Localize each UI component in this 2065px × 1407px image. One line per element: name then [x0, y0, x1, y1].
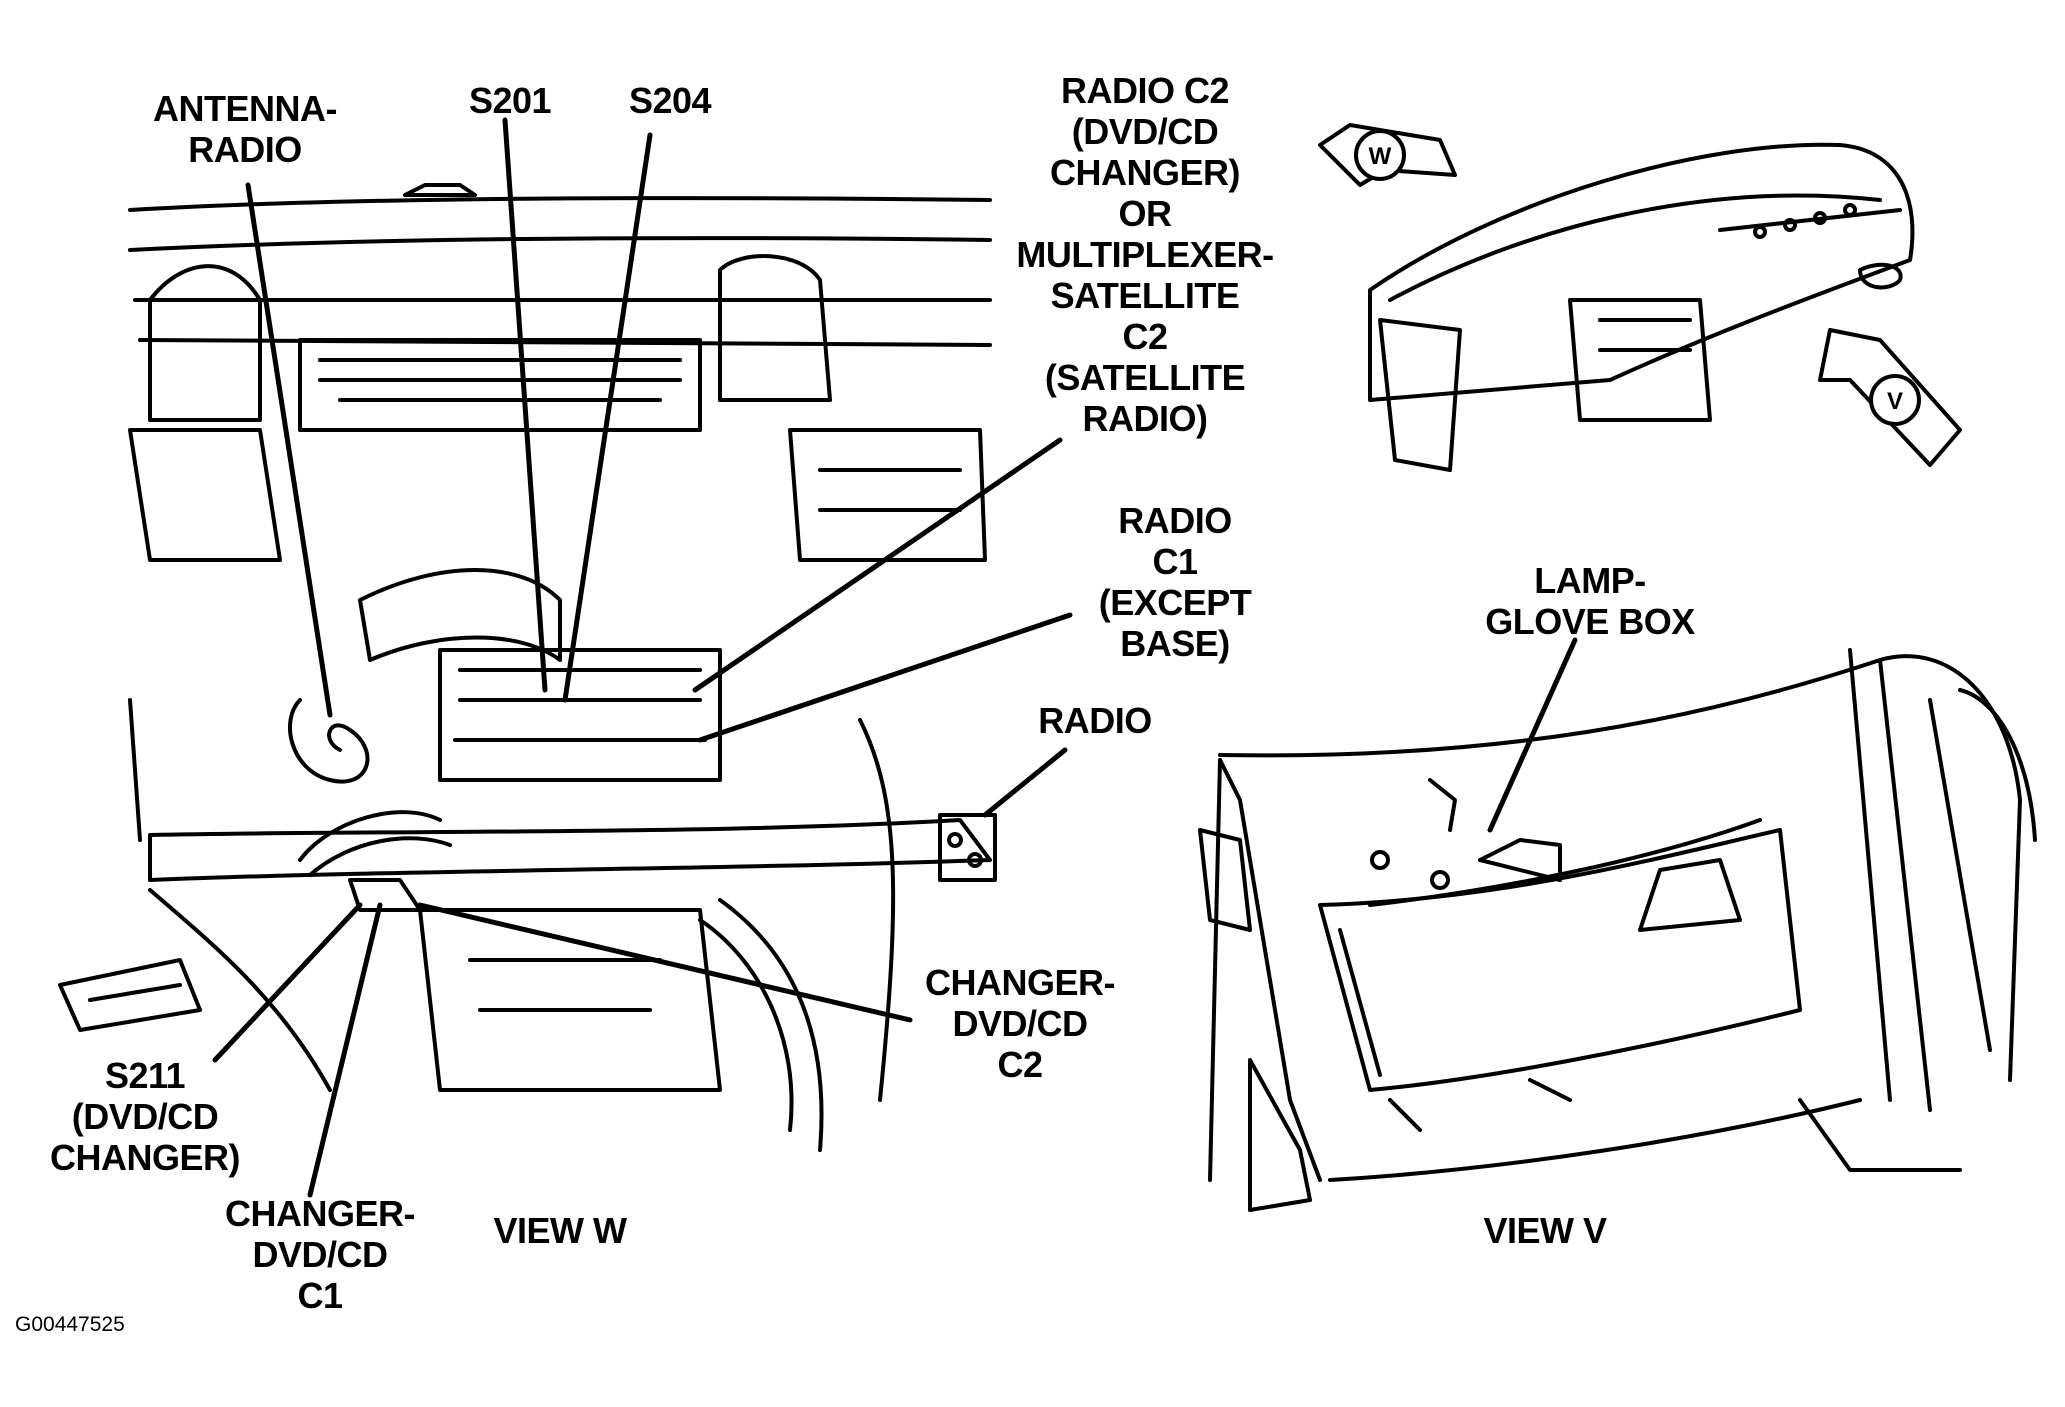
label-line: MULTIPLEXER-: [1016, 234, 1274, 275]
label-line: DVD/CD: [952, 1003, 1088, 1044]
label-line: S204: [628, 80, 712, 121]
label-line: RADIO: [1118, 500, 1232, 541]
label-line: C2: [1122, 316, 1168, 357]
label-line: RADIO: [1038, 700, 1152, 741]
dashboard-overview-drawing: [1318, 123, 1962, 472]
label-line: RADIO): [1082, 398, 1209, 439]
label-line: RADIO C2: [1060, 70, 1230, 111]
label-line: GLOVE BOX: [1485, 601, 1695, 642]
label-line: LAMP-: [1534, 560, 1646, 601]
label-line: CHANGER-: [925, 962, 1116, 1003]
label-line: C2: [997, 1044, 1043, 1085]
label-line: VIEW W: [493, 1210, 627, 1251]
label-line: RADIO: [188, 129, 302, 170]
label-view-v: VIEW V: [1455, 1210, 1635, 1251]
label-s201: S201: [455, 80, 565, 121]
label-line: C1: [297, 1275, 343, 1316]
label-line: S211: [104, 1055, 186, 1096]
label-line: OR: [1118, 193, 1173, 234]
label-s204: S204: [615, 80, 725, 121]
label-radio: RADIO: [1020, 700, 1170, 741]
label-line: C1: [1152, 541, 1198, 582]
view-v-leader-line: [1487, 637, 1578, 833]
label-view-w: VIEW W: [470, 1210, 650, 1251]
view-v-drawing: [1198, 648, 2037, 1212]
view-w-drawing: [58, 183, 997, 1152]
label-line: ANTENNA-: [153, 88, 337, 129]
label-line: CHANGER-: [225, 1193, 416, 1234]
label-line: (DVD/CD: [71, 1096, 219, 1137]
label-line: SATELLITE: [1050, 275, 1240, 316]
label-antenna-radio: ANTENNA-RADIO: [140, 88, 350, 170]
label-line: S201: [468, 80, 552, 121]
view-callout-markers: W V: [1369, 143, 1903, 415]
label-line: VIEW V: [1483, 1210, 1607, 1251]
label-line: DVD/CD: [252, 1234, 388, 1275]
figure-code: G00447525: [15, 1313, 125, 1336]
view-w-marker-letter: W: [1369, 143, 1392, 170]
view-w-leader-lines: [212, 117, 1073, 1198]
view-v-marker-letter: V: [1887, 388, 1903, 415]
label-line: (EXCEPT: [1098, 582, 1252, 623]
label-line: CHANGER): [50, 1137, 241, 1178]
label-line: CHANGER): [1050, 152, 1241, 193]
label-line: (SATELLITE: [1044, 357, 1246, 398]
label-lamp-glove-box: LAMP-GLOVE BOX: [1460, 560, 1720, 642]
label-line: BASE): [1120, 623, 1230, 664]
label-line: (DVD/CD: [1071, 111, 1219, 152]
